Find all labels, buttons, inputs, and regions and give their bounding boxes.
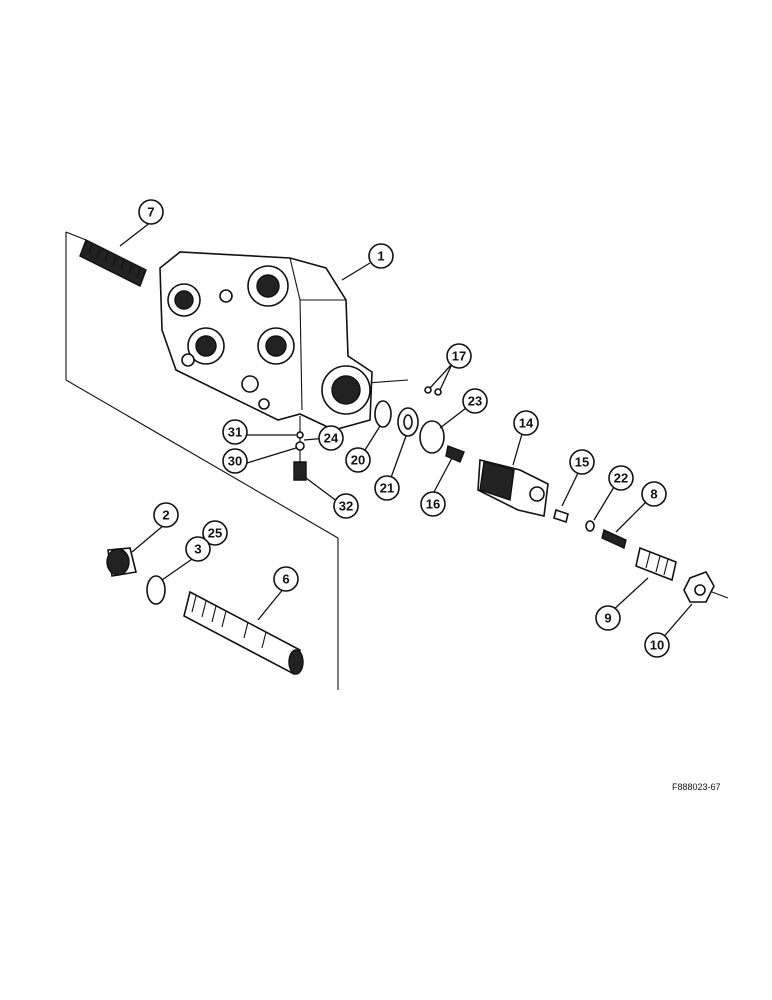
svg-text:30: 30 [228,454,242,469]
svg-text:3: 3 [194,542,201,557]
callout-7: 7 [138,199,164,225]
callout-32: 32 [333,493,359,519]
callout-15: 15 [569,449,595,475]
callout-9: 9 [595,605,621,631]
svg-text:25: 25 [208,526,222,541]
svg-text:14: 14 [519,416,534,431]
callout-1: 1 [368,243,394,269]
callout-8: 8 [641,481,667,507]
callout-23: 23 [462,388,488,414]
svg-text:15: 15 [575,455,589,470]
svg-text:22: 22 [614,471,628,486]
svg-text:17: 17 [452,349,466,364]
screw-nut [635,546,729,603]
svg-text:10: 10 [650,638,664,653]
svg-text:24: 24 [324,431,339,446]
relief-cartridge-14 [477,458,549,517]
plug-spool [106,547,304,676]
svg-text:20: 20 [351,453,365,468]
svg-text:21: 21 [380,481,394,496]
callout-16: 16 [420,491,446,517]
svg-text:7: 7 [147,205,154,220]
callout-24: 24 [318,425,344,451]
svg-text:1: 1 [377,249,384,264]
callout-6: 6 [273,566,299,592]
svg-text:32: 32 [339,499,353,514]
svg-text:23: 23 [468,394,482,409]
callout-14: 14 [513,410,539,436]
svg-text:31: 31 [228,425,242,440]
check-parts [293,416,307,481]
callout-10: 10 [644,632,670,658]
svg-text:2: 2 [162,508,169,523]
callout-21: 21 [374,475,400,501]
valve-body-1 [159,251,373,431]
ball-seat [424,386,465,463]
leader-lines [119,221,693,641]
drawing-code: F888023-67 [672,782,721,792]
callout-31: 31 [222,419,248,445]
callout-30: 30 [222,448,248,474]
spring-7 [79,239,147,287]
callout-3: 3 [185,536,211,562]
callout-22: 22 [608,465,634,491]
svg-text:9: 9 [604,611,611,626]
poppet-spring [553,508,627,549]
svg-text:6: 6 [282,572,289,587]
seal-rings [374,400,445,454]
svg-text:8: 8 [650,487,657,502]
callout-20: 20 [345,447,371,473]
callout-25: 25 [202,520,228,546]
callout-2: 2 [153,502,179,528]
callout-17: 17 [446,343,472,369]
svg-text:16: 16 [426,497,440,512]
